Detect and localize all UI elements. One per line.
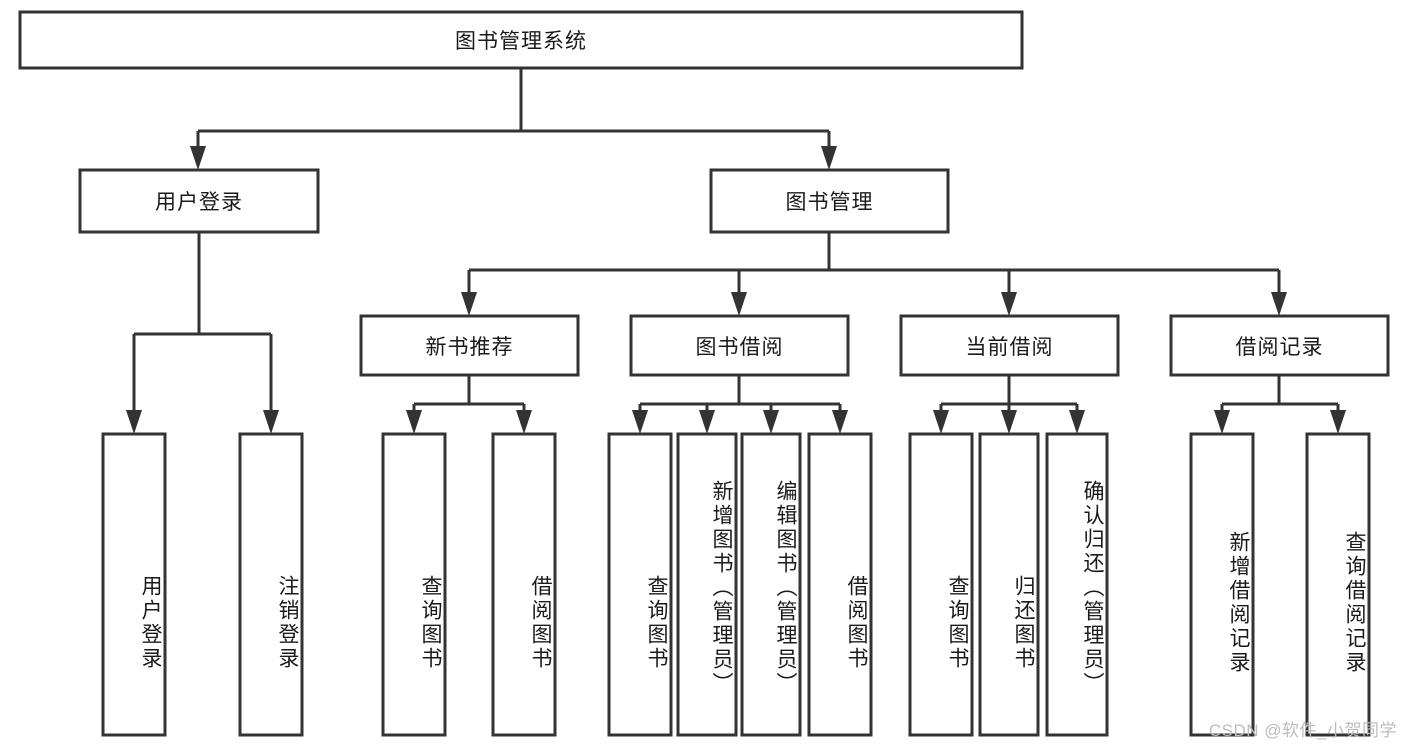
leaf-box-user-login[interactable] [101, 432, 167, 737]
leaf-box-nb-query-book[interactable] [381, 432, 447, 737]
arrow-to-current-borrow [1001, 292, 1017, 316]
arrow-to-leaf-bb-borrow-book [832, 410, 848, 434]
arrow-to-leaf-nb-borrow-book [516, 410, 532, 434]
leaf-box-br-query-record[interactable] [1305, 432, 1371, 737]
leaf-box-bb-query-book[interactable] [607, 432, 673, 737]
node-book-borrow-box[interactable] [629, 314, 850, 377]
leaf-box-nb-borrow-book[interactable] [491, 432, 557, 737]
leaf-box-bb-add-book[interactable] [676, 432, 738, 737]
arrow-to-leaf-br-add-record [1214, 410, 1230, 434]
arrow-to-leaf-logout [263, 410, 279, 434]
node-user-login-box[interactable] [78, 168, 320, 234]
node-current-borrow-box[interactable] [899, 314, 1120, 377]
leaf-box-cb-return-book[interactable] [978, 432, 1040, 737]
arrow-to-leaf-cb-confirm-return [1069, 410, 1085, 434]
node-borrow-record-box[interactable] [1169, 314, 1390, 377]
leaf-box-bb-edit-book[interactable] [740, 432, 802, 737]
leaf-box-cb-confirm-return[interactable] [1045, 432, 1109, 737]
node-new-book-box[interactable] [359, 314, 580, 377]
node-book-manage-box[interactable] [709, 168, 950, 234]
arrow-to-leaf-cb-query-book [933, 410, 949, 434]
arrow-to-borrow-record [1271, 292, 1287, 316]
arrow-to-leaf-cb-return-book [1001, 410, 1017, 434]
node-root-box[interactable] [18, 10, 1024, 70]
arrow-to-new-book [461, 292, 477, 316]
leaf-box-cb-query-book[interactable] [908, 432, 974, 737]
arrow-to-book-borrow [731, 292, 747, 316]
leaf-box-br-add-record[interactable] [1189, 432, 1255, 737]
arrow-to-leaf-user-login [126, 410, 142, 434]
arrow-to-user-login [190, 146, 206, 170]
arrow-to-leaf-br-query-record [1330, 410, 1346, 434]
arrow-to-book-manage [821, 146, 837, 170]
leaf-box-bb-borrow-book[interactable] [807, 432, 873, 737]
arrow-to-leaf-nb-query-book [406, 410, 422, 434]
leaf-box-logout[interactable] [238, 432, 304, 737]
arrow-to-leaf-bb-query-book [632, 410, 648, 434]
arrow-to-leaf-bb-add-book [699, 410, 715, 434]
arrow-to-leaf-bb-edit-book [763, 410, 779, 434]
